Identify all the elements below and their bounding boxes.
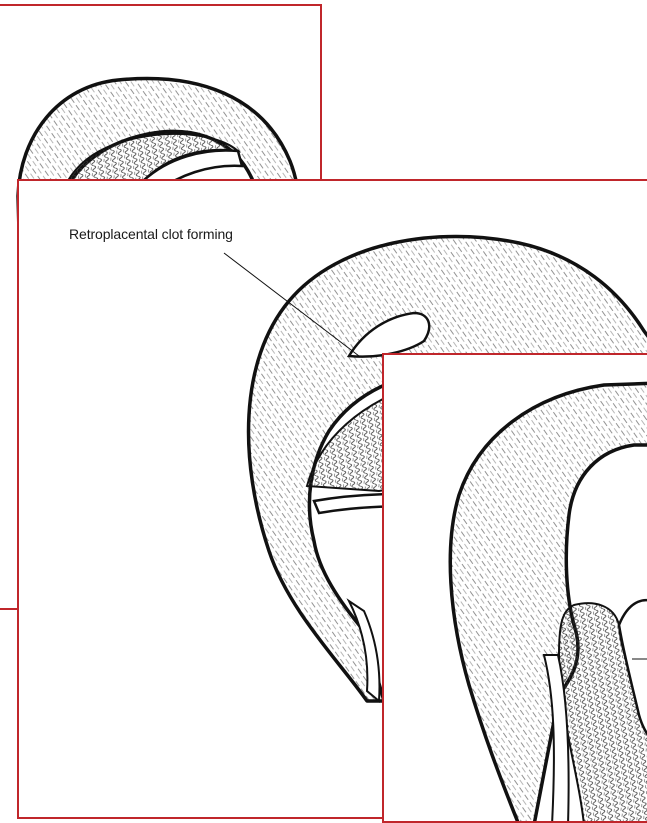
diagram-panel-front xyxy=(382,353,647,823)
clot-label: Retroplacental clot forming xyxy=(69,226,233,242)
uterus-illustration-front xyxy=(384,355,647,823)
